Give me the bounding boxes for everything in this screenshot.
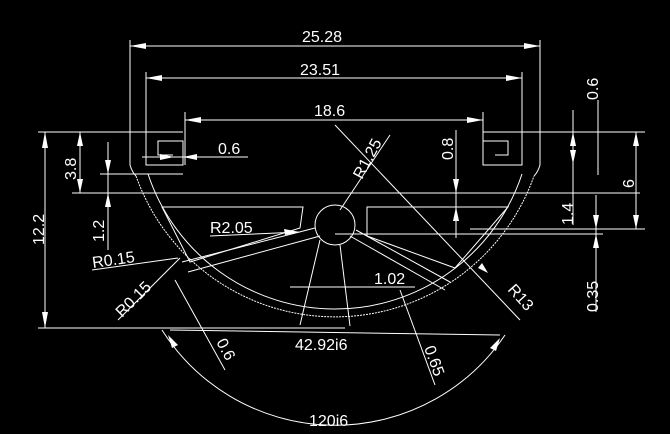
dim-slot-wall: 0.6 xyxy=(218,141,240,158)
dim-0-6-spoke: 0.6 xyxy=(212,336,237,364)
dim-6: 6 xyxy=(621,179,638,188)
dimension-inner-width: 23.51 xyxy=(145,62,523,132)
dim-25-28: 25.28 xyxy=(302,29,342,46)
dim-r13: R13 xyxy=(504,281,536,314)
dim-23-51: 23.51 xyxy=(300,62,340,79)
dim-18-6: 18.6 xyxy=(314,103,345,120)
dim-12-2: 12.2 xyxy=(31,214,48,245)
dim-r1-25: R1.25 xyxy=(351,136,386,182)
dim-120: 120i6 xyxy=(309,413,348,430)
dim-top-lip: 0.6 xyxy=(585,78,602,100)
dimension-slot-span: 18.6 xyxy=(184,103,484,165)
profile xyxy=(129,132,541,327)
dim-1-02: 1.02 xyxy=(374,271,405,288)
dim-r0-15-a: R0.15 xyxy=(91,249,136,272)
dim-r2-05: R2.05 xyxy=(210,220,253,237)
dim-0-8: 0.8 xyxy=(440,138,457,160)
dim-r0-15-b: R0.15 xyxy=(113,279,155,321)
dim-1-4: 1.4 xyxy=(560,203,577,225)
dim-3-8: 3.8 xyxy=(63,158,80,180)
dim-0-35: 0.35 xyxy=(585,281,602,312)
dim-0-65: 0.65 xyxy=(420,344,447,379)
dim-1-2: 1.2 xyxy=(91,220,108,242)
dimension-overall-width: 25.28 xyxy=(129,29,541,132)
dim-42-92: 42.92i6 xyxy=(295,337,348,354)
